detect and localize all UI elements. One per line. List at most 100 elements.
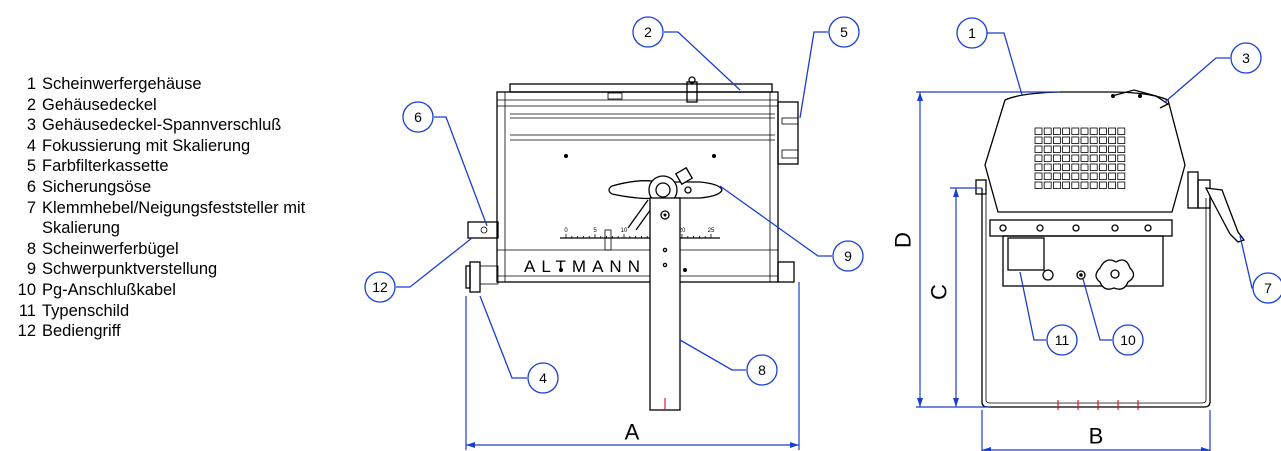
callout-1: 1 <box>956 17 988 49</box>
focus-knob[interactable] <box>469 261 481 293</box>
vent-slot <box>1043 136 1052 144</box>
svg-text:12: 12 <box>372 279 388 295</box>
brand-label: ALTMANN <box>524 257 646 276</box>
vent-slot <box>1108 154 1116 162</box>
vent-slot <box>1089 127 1098 135</box>
vent-slot <box>1071 127 1080 135</box>
vent-slot <box>1053 154 1061 162</box>
svg-text:11: 11 <box>1055 332 1070 348</box>
safety-eye <box>467 221 499 239</box>
vent-slot <box>1099 181 1107 189</box>
dim-b-label: B <box>1089 424 1104 449</box>
vent-slot <box>1034 127 1043 135</box>
callout-11: 11 <box>1046 324 1078 356</box>
callout-12: 12 <box>364 271 396 303</box>
vent-slot <box>1034 136 1043 144</box>
callout-2: 2 <box>632 16 664 48</box>
vent-slot <box>1053 163 1061 171</box>
vent-slot <box>1062 181 1070 189</box>
type-plate <box>1007 237 1045 271</box>
vent-slot <box>1043 145 1052 153</box>
dimension-lines: A B D C <box>465 91 1211 451</box>
dim-d-label: D <box>891 232 916 248</box>
vent-slot <box>1117 127 1126 135</box>
vent-slot <box>1099 163 1107 171</box>
vent-slot <box>1071 145 1080 153</box>
side-view: 0510152025 ALTMANN <box>465 76 799 411</box>
callout-4: 4 <box>527 362 559 394</box>
scale-label: 0 <box>564 228 568 234</box>
vent-slot <box>1117 136 1126 144</box>
vent-slot <box>1099 127 1107 135</box>
vent-slot <box>1043 172 1052 180</box>
svg-text:7: 7 <box>1264 280 1272 296</box>
vent-slot <box>1089 154 1098 162</box>
vent-slot <box>1034 181 1043 189</box>
vent-slot <box>1080 145 1089 153</box>
star-knob[interactable] <box>1095 259 1135 290</box>
svg-text:10: 10 <box>1120 332 1136 348</box>
vent-slot <box>1117 172 1126 180</box>
vent-slot <box>1089 145 1098 153</box>
front-view <box>975 89 1246 410</box>
vent-slot <box>1062 172 1070 180</box>
vent-slot <box>1099 172 1107 180</box>
dim-a-label: A <box>625 420 640 445</box>
vent-slot <box>1099 154 1107 162</box>
vent-slot <box>1089 163 1098 171</box>
vent-grid <box>1034 127 1126 189</box>
cover-latch <box>686 81 698 103</box>
scale-label: 25 <box>708 228 715 234</box>
vent-slot <box>1089 136 1098 144</box>
front-housing-outline <box>984 91 1186 213</box>
vent-slot <box>1080 172 1089 180</box>
vent-slot <box>1108 145 1116 153</box>
svg-text:5: 5 <box>840 24 848 40</box>
vent-slot <box>1034 154 1043 162</box>
callout-9: 9 <box>832 240 864 272</box>
callout-10: 10 <box>1112 324 1144 356</box>
vent-slot <box>1034 163 1043 171</box>
callout-8: 8 <box>746 354 778 386</box>
vent-slot <box>1071 154 1080 162</box>
vent-slot <box>1053 136 1061 144</box>
vent-slot <box>1071 163 1080 171</box>
vent-slot <box>1117 163 1126 171</box>
vent-slot <box>1080 154 1089 162</box>
vent-slot <box>1108 172 1116 180</box>
vent-slot <box>1062 127 1070 135</box>
callout-7: 7 <box>1252 272 1281 304</box>
vent-slot <box>1080 136 1089 144</box>
vent-slot <box>1080 181 1089 189</box>
vent-slot <box>1034 172 1043 180</box>
vent-slot <box>1043 154 1052 162</box>
scale-label: 10 <box>621 228 628 234</box>
vent-slot <box>1043 163 1052 171</box>
vent-slot <box>1099 136 1107 144</box>
svg-text:6: 6 <box>414 109 422 125</box>
callout-5: 5 <box>828 16 860 48</box>
vent-slot <box>1053 172 1061 180</box>
callout-6: 6 <box>402 101 434 133</box>
vent-slot <box>1062 154 1070 162</box>
front-yoke <box>981 188 1211 408</box>
vent-slot <box>1062 136 1070 144</box>
vent-slot <box>1089 181 1098 189</box>
clamp-lever[interactable] <box>1204 187 1246 243</box>
svg-text:8: 8 <box>758 362 766 378</box>
vent-slot <box>1108 136 1116 144</box>
callout-3: 3 <box>1230 42 1262 74</box>
svg-text:1: 1 <box>968 25 976 41</box>
vent-slot <box>1117 181 1126 189</box>
scale-label: 5 <box>593 228 597 234</box>
